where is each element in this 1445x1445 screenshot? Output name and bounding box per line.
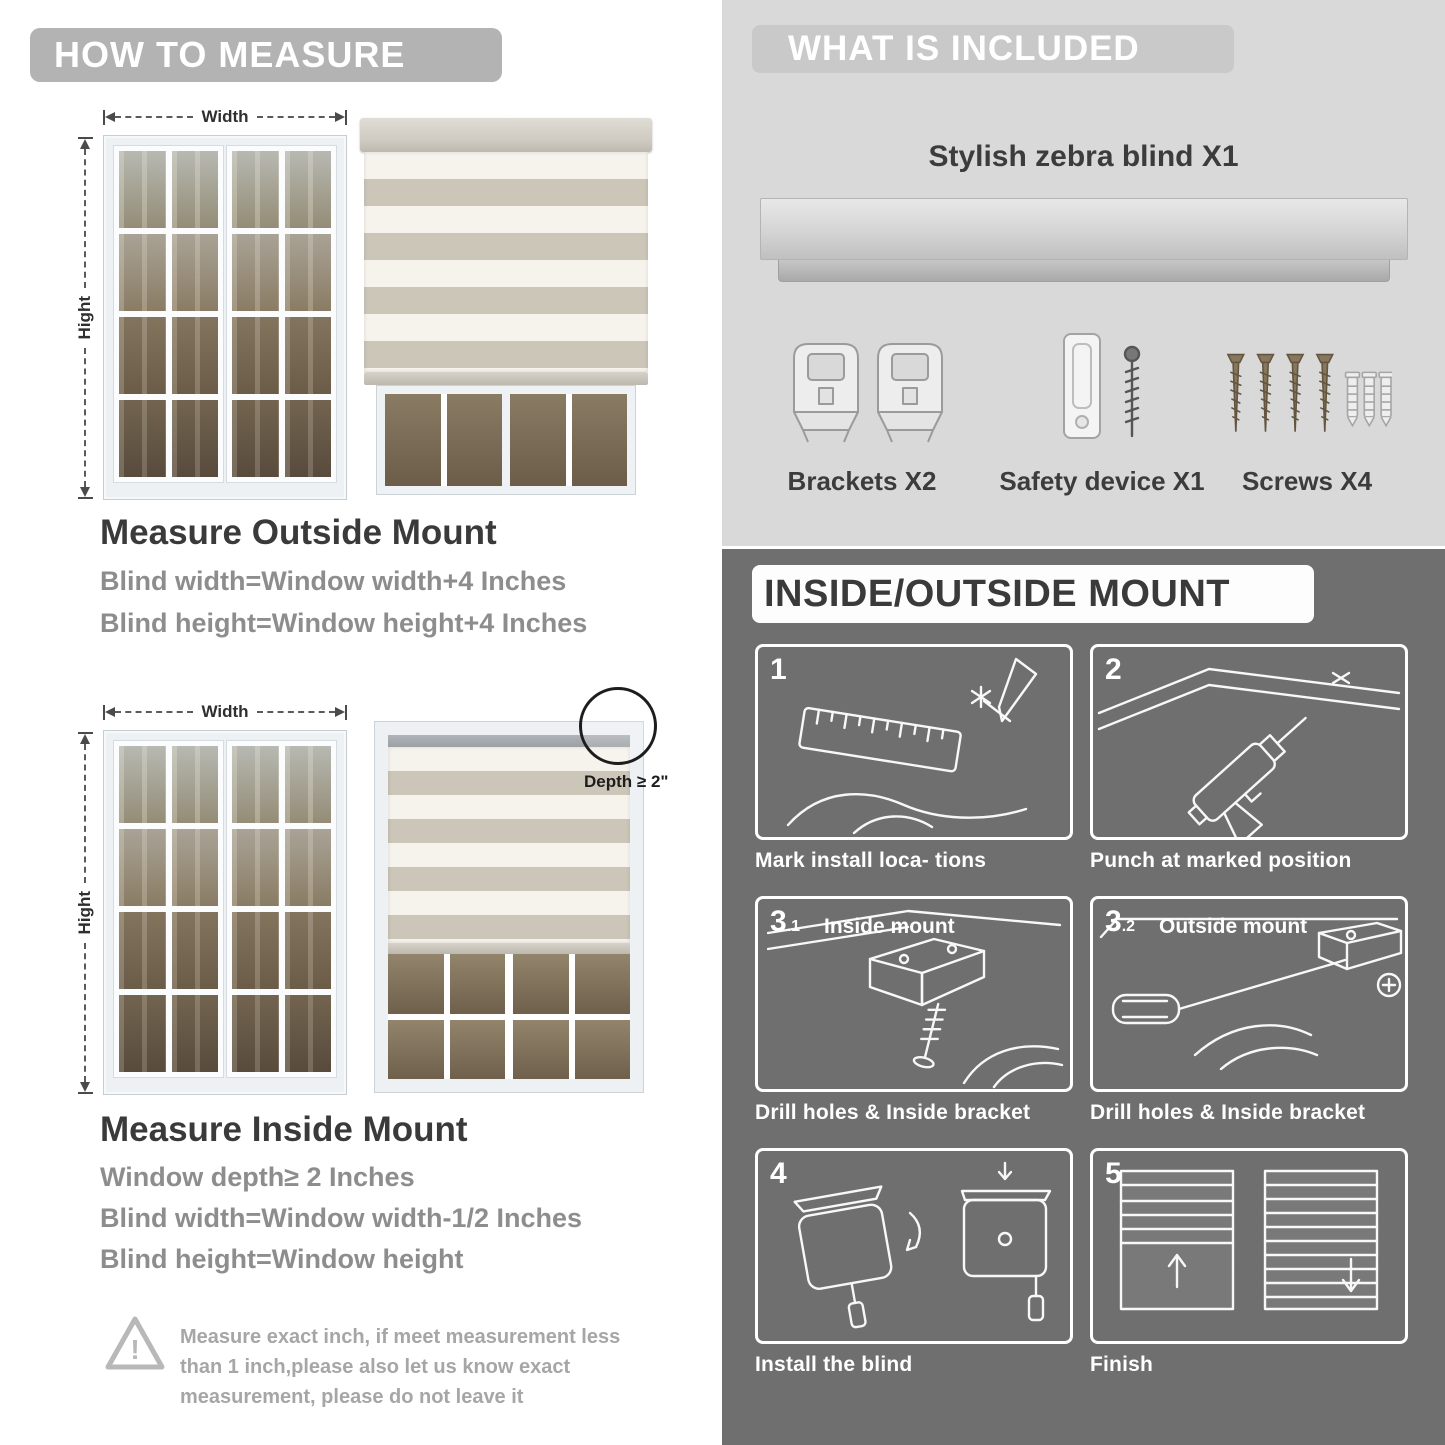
blind-rail-photo: [778, 260, 1390, 282]
inside-mount-blind-illustration: [374, 721, 644, 1093]
step-3-1-caption: Drill holes & Inside bracket: [755, 1101, 1031, 1124]
depth-zoom-circle: [579, 687, 657, 765]
step-5: 5: [1090, 1148, 1408, 1377]
step-5-box: 5: [1090, 1148, 1408, 1344]
inside-mount-line-2: Blind width=Window width-1/2 Inches: [100, 1203, 583, 1233]
mount-guide-header: INSIDE/OUTSIDE MOUNT: [752, 565, 1314, 623]
height-arrow: Hight: [75, 137, 94, 499]
window-illustration: [103, 730, 347, 1095]
depth-label: Depth ≥ 2": [584, 772, 669, 791]
what-is-included-section: WHAT IS INCLUDED Stylish zebra blind X1: [722, 0, 1445, 546]
step-2-caption: Punch at marked position: [1090, 849, 1352, 872]
window-below-blind: [388, 954, 630, 1079]
blind-headrail-photo: [760, 198, 1408, 260]
blind-headrail: [388, 735, 630, 747]
warning-icon: !: [105, 1316, 165, 1370]
step-3-2-box: 3.2 Outside mount: [1090, 896, 1408, 1092]
step-3-1-box: 3.1 Inside mount: [755, 896, 1073, 1092]
step-4-illustration: [793, 1161, 1052, 1329]
svg-text:!: !: [130, 1334, 139, 1365]
step-2-box: 2: [1090, 644, 1408, 840]
window-sash: [113, 145, 224, 483]
safety-device-label: Safety device X1: [999, 466, 1205, 496]
zebra-shade-stripes: [388, 747, 630, 943]
window-below-blind: [376, 385, 636, 495]
height-arrow: Hight: [75, 732, 94, 1094]
step-3-1-title: Inside mount: [824, 915, 955, 938]
outside-mount-window-figure: Width Hight: [75, 103, 355, 503]
window-sash: [226, 740, 337, 1078]
step-3-2-illustration: [1099, 917, 1403, 1071]
screws-icon: [1226, 353, 1392, 432]
outside-mount-title: Measure Outside Mount: [100, 513, 497, 552]
measure-warning-text: Measure exact inch, if meet measurement …: [180, 1326, 621, 1408]
product-label: Stylish zebra blind X1: [928, 140, 1239, 173]
inside-mount-line-3: Blind height=Window height: [100, 1244, 464, 1274]
outside-mount-blind-illustration: [360, 118, 652, 495]
step-5-caption: Finish: [1090, 1353, 1154, 1376]
zebra-shade-stripes: [364, 152, 648, 372]
safety-device-icon: [1063, 333, 1141, 439]
inside-mount-line-1: Window depth≥ 2 Inches: [100, 1162, 415, 1192]
outside-mount-line-2: Blind height=Window height+4 Inches: [100, 608, 588, 638]
mount-guide-section: INSIDE/OUTSIDE MOUNT 1: [722, 549, 1445, 1445]
step-1-box: 1: [755, 644, 1073, 840]
step-5-illustration: [1119, 1169, 1379, 1311]
blind-bottom-rail: [364, 372, 648, 385]
window-sash: [226, 145, 337, 483]
step-2-illustration: [1097, 667, 1401, 837]
width-label: Width: [201, 702, 249, 721]
blind-headrail: [360, 118, 652, 152]
height-label: Hight: [75, 296, 94, 340]
step-4-box: 4: [755, 1148, 1073, 1344]
brackets-icon: [793, 343, 943, 443]
inside-mount-title: Measure Inside Mount: [100, 1110, 468, 1149]
step-4: 4: [755, 1148, 1073, 1377]
inside-mount-window-figure: Width Hight: [75, 698, 355, 1098]
screws-label: Screws X4: [1241, 466, 1373, 496]
how-to-measure-header: HOW TO MEASURE: [30, 28, 502, 82]
step-1-caption: Mark install loca- tions: [755, 849, 987, 872]
step-1-illustration: [786, 657, 1038, 835]
step-4-caption: Install the blind: [755, 1353, 913, 1376]
outside-mount-line-1: Blind width=Window width+4 Inches: [100, 566, 567, 596]
step-3-1: 3.1 Inside mount: [755, 896, 1073, 1125]
step-2: 2: [1090, 644, 1408, 873]
window-sash: [113, 740, 224, 1078]
width-label: Width: [201, 107, 249, 126]
height-label: Hight: [75, 891, 94, 935]
width-arrow: Width: [103, 107, 347, 126]
brackets-label: Brackets X2: [787, 466, 937, 496]
what-is-included-header: WHAT IS INCLUDED: [752, 25, 1234, 73]
step-3-2-title: Outside mount: [1159, 915, 1308, 938]
blind-bottom-rail: [388, 943, 630, 954]
step-1: 1: [755, 644, 1073, 873]
step-3-1-illustration: [766, 909, 1064, 1089]
width-arrow: Width: [103, 702, 347, 721]
step-3-2: 3.2 Outside mount: [1090, 896, 1408, 1125]
step-3-2-caption: Drill holes & Inside bracket: [1090, 1101, 1366, 1124]
window-illustration: [103, 135, 347, 500]
